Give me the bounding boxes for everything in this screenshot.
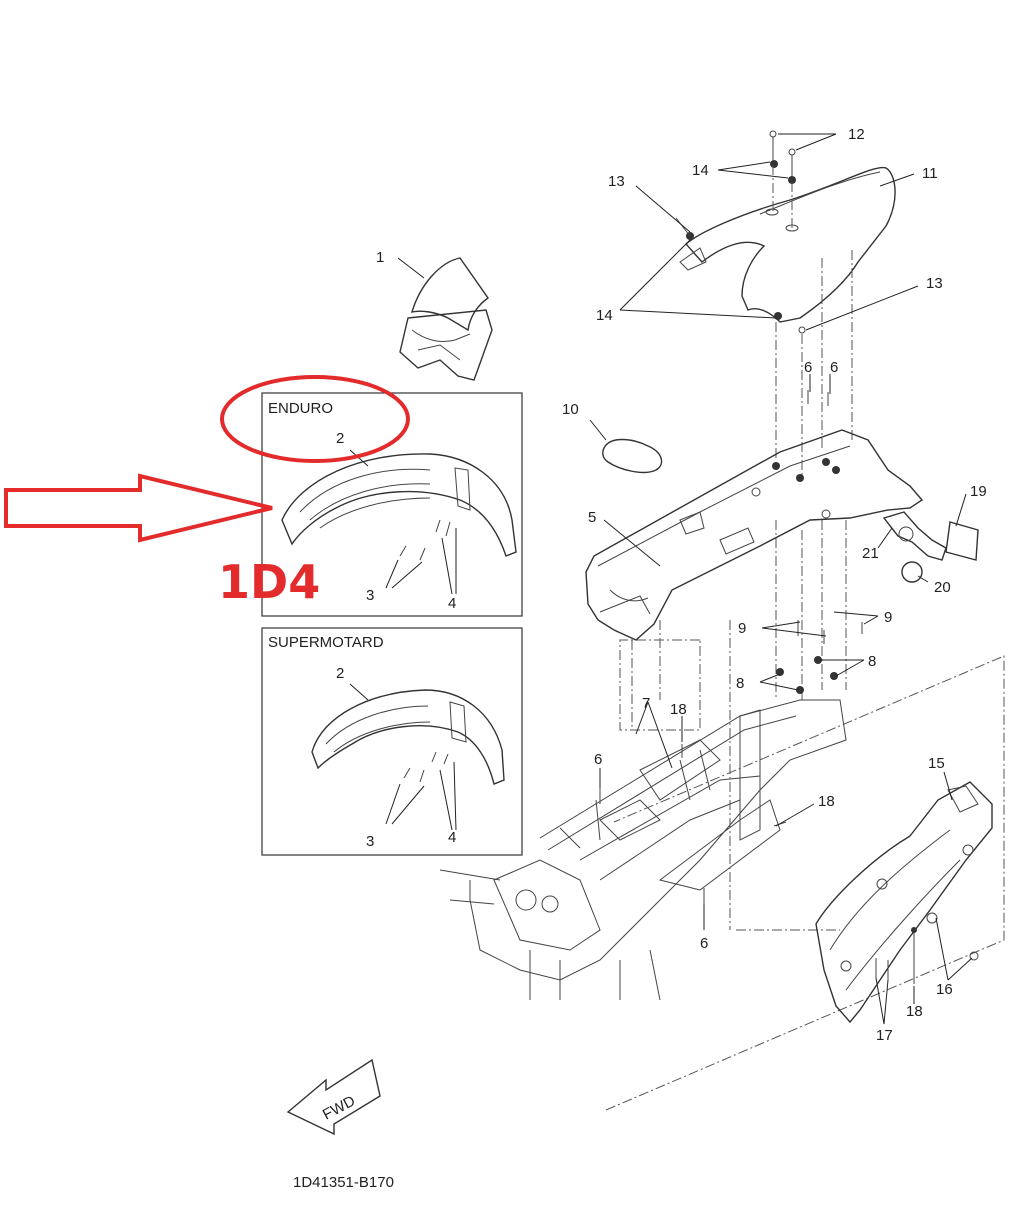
callout-6-left: 6 xyxy=(804,359,812,376)
enduro-front-fender xyxy=(281,453,517,557)
enduro-label-fender: 2 xyxy=(336,430,344,447)
side-cover-bolts xyxy=(599,744,979,984)
red-arrow xyxy=(4,473,273,543)
supermotard-title: SUPERMOTARD xyxy=(268,634,384,651)
supermotard-label-fender: 2 xyxy=(336,665,344,682)
diagram-code: 1D41351-B170 xyxy=(293,1174,394,1191)
enduro-title: ENDURO xyxy=(268,400,333,417)
callout-11: 11 xyxy=(922,165,938,182)
callout-7: 7 xyxy=(642,695,650,712)
main-frame xyxy=(439,699,847,1001)
callout-6-right: 6 xyxy=(830,359,838,376)
callout-19: 19 xyxy=(970,483,987,500)
subframe-dash-lines xyxy=(619,620,840,931)
callout-5: 5 xyxy=(588,509,596,526)
callout-18-bottom: 18 xyxy=(906,1003,923,1020)
callout-9-right: 9 xyxy=(884,609,892,626)
callout-20: 20 xyxy=(934,579,951,596)
supermotard-box: SUPERMOTARD 2 3 4 xyxy=(261,627,523,856)
mid-bolts xyxy=(776,390,863,694)
callout-6-bottom: 6 xyxy=(700,935,708,952)
rear-subframe-fender xyxy=(585,429,924,641)
callout-13-top: 13 xyxy=(608,173,625,190)
callout-13-right: 13 xyxy=(926,275,943,292)
side-cover-frame-box xyxy=(605,655,1005,1111)
callout-numbers: 1 12 14 13 11 14 13 6 6 10 5 19 21 20 9 … xyxy=(376,126,987,1044)
supermotard-label-bolts: 4 xyxy=(448,829,456,846)
callout-9-left: 9 xyxy=(738,620,746,637)
callout-15: 15 xyxy=(928,755,945,772)
callout-21: 21 xyxy=(862,545,879,562)
callout-10: 10 xyxy=(562,401,579,418)
callout-14-bottom: 14 xyxy=(596,307,613,324)
callout-18-top: 18 xyxy=(670,701,687,718)
fwd-arrow: FWD xyxy=(286,1058,381,1136)
callout-16: 16 xyxy=(936,981,953,998)
supermotard-label-screws: 3 xyxy=(366,833,374,850)
callout-8-right: 8 xyxy=(868,653,876,670)
callout-12: 12 xyxy=(848,126,865,143)
supermotard-front-fender xyxy=(311,689,505,785)
fwd-label: FWD xyxy=(320,1092,358,1123)
rear-seat-cover xyxy=(679,166,896,323)
highlight-ellipse xyxy=(220,375,410,463)
callout-18-mid: 18 xyxy=(818,793,835,810)
tail-light-bracket xyxy=(882,511,979,583)
callout-6-lower: 6 xyxy=(594,751,602,768)
enduro-label-screws: 3 xyxy=(366,587,374,604)
gasket-ring xyxy=(602,438,663,474)
callout-17: 17 xyxy=(876,1027,893,1044)
callout-8-left: 8 xyxy=(736,675,744,692)
callout-1: 1 xyxy=(376,249,384,266)
alignment-lines xyxy=(631,250,853,730)
part-code-annotation: 1D4 xyxy=(218,555,320,609)
callout-14-top: 14 xyxy=(692,162,709,179)
enduro-box: ENDURO 2 3 4 xyxy=(261,392,523,617)
headlight-cowl xyxy=(399,257,493,381)
leader-lines xyxy=(397,133,973,1025)
enduro-label-bolts: 4 xyxy=(448,595,456,612)
side-cover-panel xyxy=(815,781,993,1024)
